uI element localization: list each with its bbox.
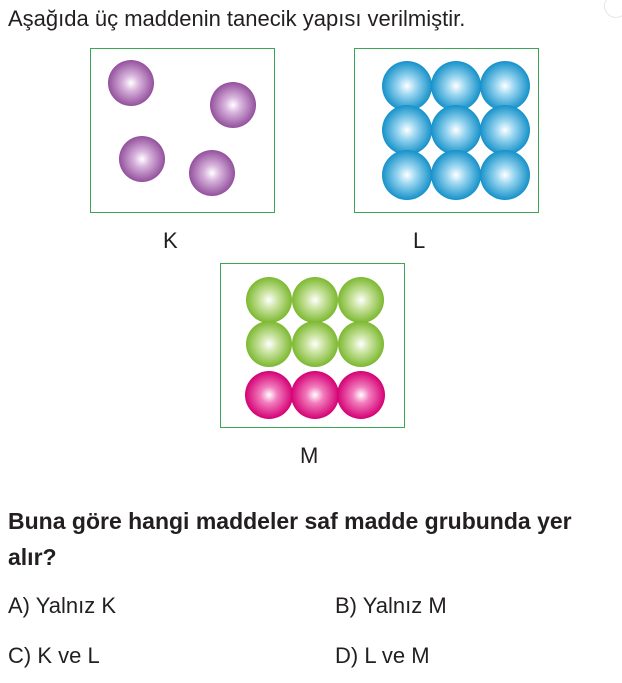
- question-text: Buna göre hangi maddeler saf madde grubu…: [8, 508, 572, 570]
- particle: [480, 105, 530, 155]
- particle: [292, 277, 338, 323]
- particle: [246, 321, 292, 367]
- intro-text: Aşağıda üç maddenin tanecik yapısı veril…: [8, 6, 466, 31]
- particle: [338, 277, 384, 323]
- substance-k-box: [90, 48, 275, 213]
- particle: [431, 105, 481, 155]
- particle: [245, 371, 293, 419]
- substance-l-particles: [382, 61, 530, 200]
- particle: [189, 150, 235, 196]
- particle: [431, 61, 481, 111]
- particle: [382, 61, 432, 111]
- particle: [431, 150, 481, 200]
- particle: [246, 277, 292, 323]
- option-b[interactable]: B) Yalnız M: [335, 593, 447, 618]
- label-k: K: [163, 228, 178, 253]
- option-c[interactable]: C) K ve L: [8, 643, 100, 668]
- substance-m-box: [220, 263, 405, 428]
- particle: [480, 61, 530, 111]
- substance-m-particles: [245, 277, 385, 419]
- substance-l-box: [354, 48, 539, 213]
- particle: [291, 371, 339, 419]
- particle: [338, 321, 384, 367]
- option-a[interactable]: A) Yalnız K: [8, 593, 117, 618]
- particle: [119, 136, 165, 182]
- particle: [382, 150, 432, 200]
- particle: [108, 60, 154, 106]
- particle: [292, 321, 338, 367]
- particle: [382, 105, 432, 155]
- corner-mark: [604, 0, 622, 18]
- particle: [480, 150, 530, 200]
- particle: [337, 371, 385, 419]
- label-l: L: [413, 228, 426, 253]
- particle: [210, 82, 256, 128]
- substance-k-particles: [108, 60, 256, 196]
- option-d[interactable]: D) L ve M: [335, 643, 430, 668]
- label-m: M: [300, 443, 319, 468]
